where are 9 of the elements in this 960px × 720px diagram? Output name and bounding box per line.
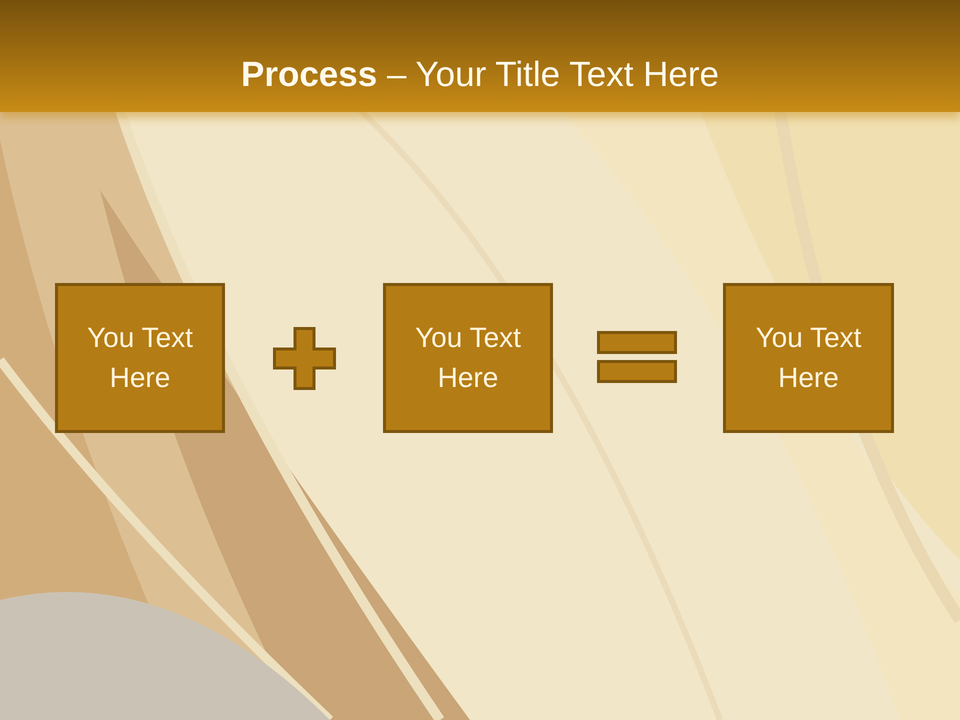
box-text: You Text Here	[414, 321, 522, 395]
text-box	[383, 283, 553, 433]
box-text: You Text Here	[86, 321, 194, 395]
slide-title: Process – Your Title Text Here	[241, 55, 719, 94]
text-box	[55, 283, 225, 433]
box-text: You Text Here	[754, 321, 862, 395]
text-box	[723, 283, 894, 433]
plus-icon	[273, 327, 336, 390]
equals-icon	[597, 331, 677, 383]
